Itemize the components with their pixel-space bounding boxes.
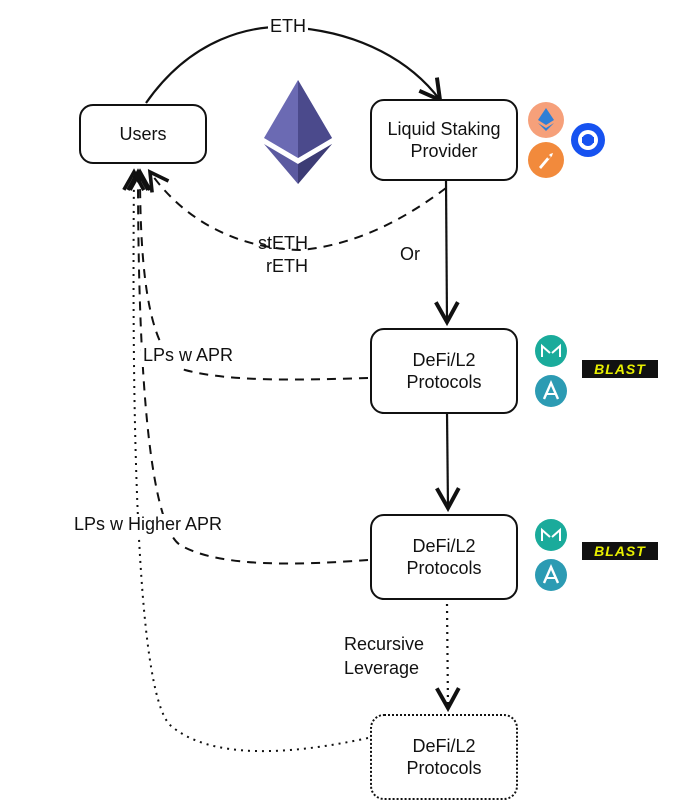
liquid-staking-label-line1: Liquid Staking [387, 118, 501, 139]
recursive-return-arrow [122, 168, 369, 753]
lps-apr-arrow [128, 168, 369, 381]
reth-label: rETH [266, 256, 308, 276]
maker-icon [535, 519, 567, 551]
defi-node-1[interactable]: DeFi/L2 Protocols [370, 328, 518, 414]
lps-higher-apr-arrow [126, 168, 369, 565]
users-label: Users [119, 123, 167, 144]
liquid-staking-label-line2: Provider [410, 141, 478, 161]
steth-reth-arrow [147, 168, 447, 252]
aave-icon [535, 375, 567, 407]
liquid-staking-node[interactable]: Liquid Staking Provider [370, 99, 518, 181]
or-arrow [434, 179, 460, 327]
defi-node-2[interactable]: DeFi/L2 Protocols [370, 514, 518, 600]
or-label: Or [400, 244, 420, 264]
defi-node-2-label-line1: DeFi/L2 [412, 535, 476, 556]
users-node[interactable]: Users [79, 104, 207, 164]
blast-logo-2: BLAST [582, 542, 658, 560]
defi-node-2-label-line2: Protocols [406, 558, 482, 578]
blast-logo-1: BLAST [582, 360, 658, 378]
lps-higher-apr-label: LPs w Higher APR [72, 514, 225, 536]
steth-label: stETH [258, 233, 309, 253]
recursive-label: Recursive [344, 634, 425, 654]
defi-to-defi-arrow [435, 411, 461, 513]
aave-icon [535, 559, 567, 591]
eth-label: ETH [268, 16, 308, 38]
defi-node-3-label-line1: DeFi/L2 [412, 735, 476, 756]
lps-apr-label: LPs w APR [141, 345, 236, 367]
rocketpool-icon [528, 142, 564, 178]
defi-node-1-label-line1: DeFi/L2 [412, 349, 476, 370]
leverage-label: Leverage [344, 658, 420, 678]
lido-icon [528, 102, 564, 138]
ethereum-icon [264, 80, 332, 184]
maker-icon [535, 335, 567, 367]
defi-node-3-label-line2: Protocols [406, 758, 482, 778]
defi-node-3[interactable]: DeFi/L2 Protocols [370, 714, 518, 800]
defi-node-1-label-line2: Protocols [406, 372, 482, 392]
recursive-leverage-arrow [435, 603, 461, 713]
coinbase-icon [571, 123, 605, 157]
